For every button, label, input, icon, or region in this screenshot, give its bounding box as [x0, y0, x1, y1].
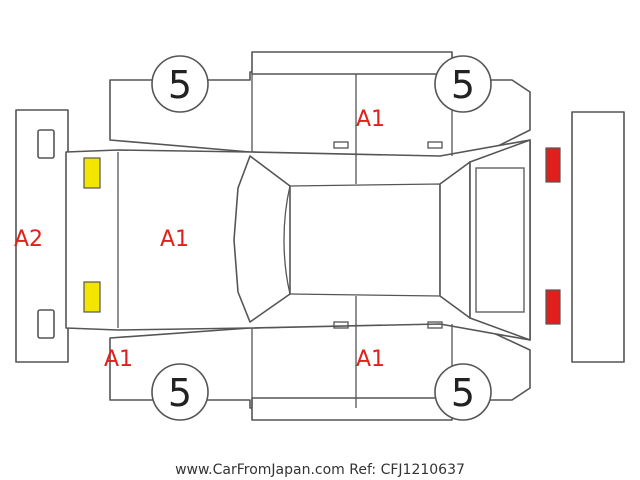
- tire-mark-front-left: 5: [168, 371, 192, 415]
- tire-mark-front-right: 5: [168, 63, 192, 107]
- wheel-rear-right: 5: [434, 55, 492, 113]
- wheel-front-left: 5: [151, 363, 209, 421]
- damage-mark-door-left: A1: [356, 347, 385, 372]
- damage-mark-door-right: A1: [356, 107, 385, 132]
- damage-mark-hood: A1: [160, 227, 189, 252]
- front-lamp-bottom: [83, 281, 101, 313]
- front-lamp-top: [83, 157, 101, 189]
- wheel-rear-left: 5: [434, 363, 492, 421]
- rear-lamp-top: [545, 147, 561, 183]
- damage-mark-front-fender-left: A1: [104, 347, 133, 372]
- front-bumper: [15, 109, 69, 363]
- source-credit: www.CarFromJapan.com Ref: CFJ1210637: [175, 462, 465, 478]
- rear-bumper: [571, 111, 625, 363]
- vehicle-body-outline: [65, 51, 531, 421]
- tire-mark-rear-left: 5: [451, 371, 475, 415]
- rear-lamp-bottom: [545, 289, 561, 325]
- damage-mark-rear-bumper: A2: [14, 227, 43, 252]
- tire-mark-rear-right: 5: [451, 63, 475, 107]
- wheel-front-right: 5: [151, 55, 209, 113]
